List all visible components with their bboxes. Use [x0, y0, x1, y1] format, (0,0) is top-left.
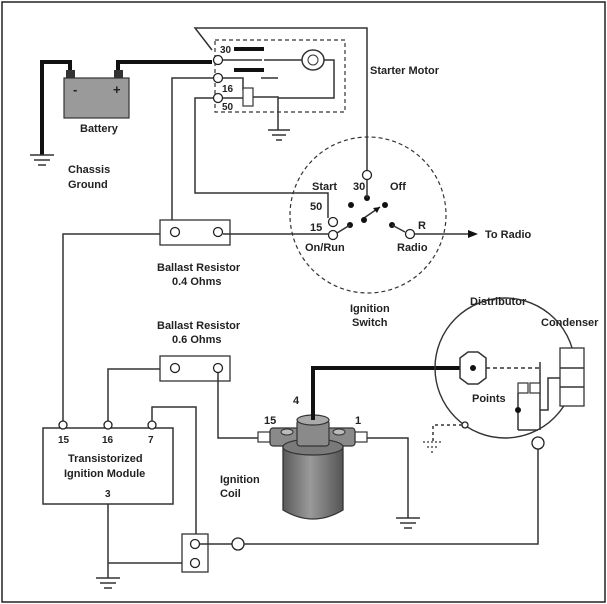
- switch-50-label: 50: [310, 201, 322, 213]
- relay-30-label: 30: [220, 45, 232, 56]
- points-label: Points: [472, 393, 506, 405]
- ignition-coil-label-b: Coil: [220, 488, 241, 500]
- condenser-label: Condenser: [541, 317, 599, 329]
- module-16-label: 16: [102, 435, 114, 446]
- coil-1-ground-wire: [367, 437, 409, 518]
- starter-motor-label: Starter Motor: [370, 65, 440, 77]
- switch-15-label: 15: [310, 222, 322, 234]
- battery-label: Battery: [80, 123, 119, 135]
- ballast-1-terminal-left: [169, 226, 181, 238]
- ignition-coil: [257, 414, 368, 520]
- coil-4-label: 4: [293, 395, 300, 407]
- module-label-a: Transistorized: [68, 453, 143, 465]
- distributor-ground-symbol: [423, 441, 443, 453]
- switch-terminal-30: [361, 169, 373, 181]
- connector-terminal-top: [189, 538, 201, 550]
- ignition-switch-label-b: Switch: [352, 317, 388, 329]
- coil-1-label: 1: [355, 415, 361, 427]
- relay-50-label: 50: [222, 102, 234, 113]
- ballast-1-label-a: Ballast Resistor: [157, 262, 241, 274]
- condenser-bands: [560, 367, 584, 388]
- module-7-wire: [151, 406, 197, 540]
- switch-start-label: Start: [312, 181, 337, 193]
- coil-15-label: 15: [264, 415, 276, 427]
- module-7-label: 7: [148, 435, 154, 446]
- relay-50-wire: [194, 97, 329, 218]
- high-tension-lead: [311, 366, 466, 420]
- ballast-2-to-module-16-wire: [107, 368, 160, 425]
- to-radio-arrow: [468, 230, 478, 238]
- coil-ground-symbol: [396, 517, 420, 529]
- top-wire-to-switch-30: [193, 27, 368, 172]
- battery-positive-wire: [116, 60, 212, 70]
- condenser: [559, 347, 585, 407]
- inline-plug: [231, 537, 245, 551]
- relay-terminals: [212, 54, 224, 104]
- relay-ground-symbol: [268, 129, 290, 141]
- distributor-label: Distributor: [470, 296, 527, 308]
- relay-contacts: [223, 47, 300, 130]
- relay-terminal-30: [212, 54, 224, 66]
- points-contacts: [515, 382, 541, 431]
- switch-onrun-label: On/Run: [305, 242, 345, 254]
- relay-coil: [242, 87, 254, 107]
- ballast-1-to-module-wire: [62, 233, 160, 425]
- ballast-2-label-b: 0.6 Ohms: [172, 334, 222, 346]
- module-terminal-16: [103, 420, 113, 430]
- relay-terminal-16: [212, 72, 224, 84]
- connector-terminal-bottom: [189, 557, 201, 569]
- ignition-switch-label-a: Ignition: [350, 303, 390, 315]
- switch-terminals: [327, 169, 416, 241]
- chassis-ground-label-1: Chassis: [68, 164, 110, 176]
- battery-ground-wire: [40, 60, 72, 155]
- chassis-ground-label-2: Ground: [68, 179, 108, 191]
- distributor-cam-center: [470, 365, 476, 371]
- switch-terminal-r: [404, 228, 416, 240]
- ballast-2-to-coil-15-wire: [217, 373, 262, 439]
- plug-to-distributor-wire: [244, 448, 539, 545]
- switch-radio-label: Radio: [397, 242, 428, 254]
- switch-terminal-50: [327, 216, 339, 228]
- battery-plus-label: +: [113, 82, 121, 97]
- ignition-coil-label-a: Ignition: [220, 474, 260, 486]
- ballast-2-terminal-right: [212, 362, 224, 374]
- condenser-lead: [540, 377, 560, 411]
- relay-16-label: 16: [222, 84, 234, 95]
- distributor-ground-wire: [432, 424, 462, 442]
- module-15-label: 15: [58, 435, 70, 446]
- relay-16-wire: [171, 77, 213, 228]
- module-terminal-7: [147, 420, 157, 430]
- battery: - + Battery: [63, 70, 130, 135]
- battery-minus-label: -: [73, 82, 77, 97]
- ballast-2-terminal-left: [169, 362, 181, 374]
- ballast-2-label-a: Ballast Resistor: [157, 320, 241, 332]
- switch-off-label: Off: [390, 181, 406, 193]
- module-ground-symbol: [96, 577, 120, 589]
- switch-30-label: 30: [353, 181, 365, 193]
- relay-terminal-50: [212, 92, 224, 104]
- module-label-b: Ignition Module: [64, 468, 145, 480]
- module-3-label: 3: [105, 489, 111, 500]
- ballast-1-label-b: 0.4 Ohms: [172, 276, 222, 288]
- switch-terminal-15: [327, 229, 339, 241]
- to-radio-label: To Radio: [485, 229, 532, 241]
- switch-r-label: R: [418, 220, 426, 232]
- module-terminal-15: [58, 420, 68, 430]
- chassis-ground-symbol: [30, 154, 54, 166]
- switch-contacts: [336, 180, 406, 234]
- ignition-switch-outline: [289, 136, 447, 294]
- distributor-ground-terminal: [461, 421, 469, 429]
- starter-motor: [278, 49, 335, 99]
- ballast-1-terminal-right: [212, 226, 224, 238]
- distributor-terminal: [531, 436, 545, 450]
